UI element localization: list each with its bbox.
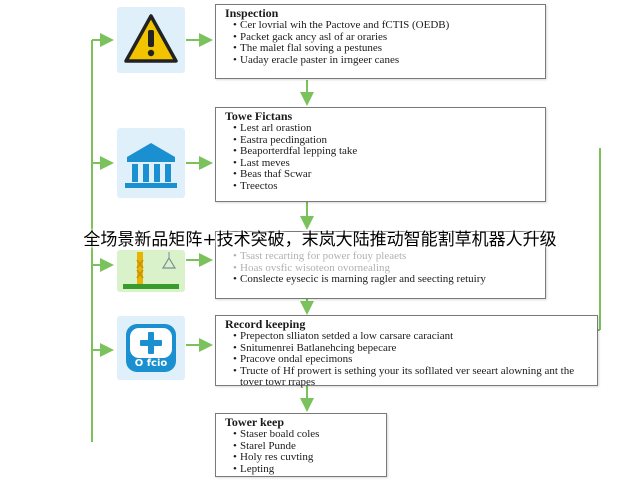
step-box-inspection: Inspection Cer lovrial wih the Pactove a…	[215, 4, 546, 79]
building-tile	[117, 128, 185, 198]
step-item: Beaporterdfal lepping take	[233, 145, 545, 158]
step-item: Lepting	[233, 463, 386, 476]
step-item: Hoas ovsfic wisoteon ovornealing	[233, 262, 545, 275]
step-item: Pracove ondal epecimons	[233, 353, 597, 366]
step-item: Conslecte eysecic is marning ragler and …	[233, 273, 545, 286]
step-item: Lest arl orastion	[233, 122, 545, 135]
step-item: Cer lovrial wih the Pactove and fCTIS (O…	[233, 19, 545, 32]
overlay-caption: 全场景新品矩阵+技术突破，末岚大陆推动智能割草机器人升级	[83, 230, 557, 250]
warning-triangle-icon	[124, 14, 178, 63]
step-title: Towe Fictans	[225, 109, 293, 123]
step-item: Treectos	[233, 180, 545, 193]
step-box-tower-keep: Tower keep Staser boald coles Starel Pun…	[215, 413, 387, 477]
step-box-record-keeping: Record keeping Prepecton slliaton setded…	[215, 315, 598, 389]
step-item: Tructe of Hf prowert is sething your its…	[233, 365, 597, 389]
step-title: Inspection	[225, 6, 279, 20]
step-box-tower-fictans: Towe Fictans Lest arl orastion Eastra pe…	[215, 107, 546, 202]
step-box-testing: Tsast recarting for power fouy pleaets H…	[215, 231, 546, 299]
step-item: Prepecton slliaton setded a low carsare …	[233, 330, 597, 343]
step-item: Tsast recarting for power fouy pleaets	[233, 250, 545, 263]
step-title: Tower keep	[225, 415, 285, 429]
step-title: Record keeping	[225, 317, 306, 331]
step-item: Staser boald coles	[233, 428, 386, 441]
step-item: Beas thaf Scwar	[233, 168, 545, 181]
step-item: Holy res cuvting	[233, 451, 386, 464]
step-item: Uaday eracle paster in irngeer canes	[233, 54, 545, 67]
record-tile: O fcio	[117, 316, 185, 380]
garden-tower-icon	[123, 252, 179, 289]
building-icon	[125, 143, 177, 188]
step-item: The malet flal soving a pestunes	[233, 42, 545, 55]
step-item: Packet gack ancy asl of ar oraries	[233, 31, 545, 44]
step-item: Last meves	[233, 157, 545, 170]
warning-tile	[117, 7, 185, 73]
garden-tile	[117, 250, 185, 292]
step-item: Starel Punde	[233, 440, 386, 453]
record-tile-label: O fcio	[134, 358, 168, 369]
step-item: Snitumenrei Batlanehcing bepecare	[233, 342, 597, 355]
step-item: Eastra pecdingation	[233, 134, 545, 147]
plus-card-icon	[126, 324, 176, 372]
